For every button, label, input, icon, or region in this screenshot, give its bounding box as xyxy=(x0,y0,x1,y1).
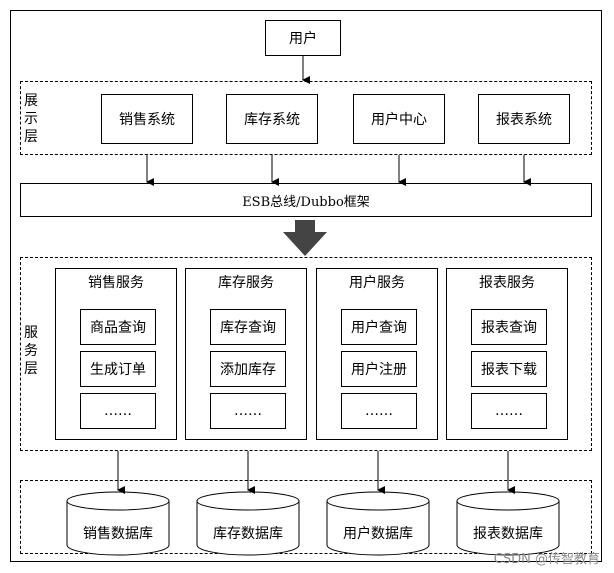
service-user: 用户服务 用户查询 用户注册 …… xyxy=(316,268,438,440)
database-icon xyxy=(196,491,300,556)
op-item: 报表下载 xyxy=(471,351,547,387)
op-item: 报表查询 xyxy=(471,309,547,345)
service-title: 销售服务 xyxy=(88,275,144,291)
database-reports: 报表数据库 xyxy=(456,491,560,557)
system-reports: 报表系统 xyxy=(478,94,570,144)
service-reports: 报表服务 报表查询 报表下载 …… xyxy=(446,268,568,440)
esb-bus-bar: ESB总线/Dubbo框架 xyxy=(20,183,592,217)
service-layer xyxy=(20,257,592,451)
database-icon xyxy=(456,491,560,556)
database-label: 销售数据库 xyxy=(83,526,153,542)
database-label: 库存数据库 xyxy=(213,526,283,542)
system-inventory: 库存系统 xyxy=(226,94,318,144)
database-user: 用户数据库 xyxy=(326,491,430,557)
op-item: 用户注册 xyxy=(341,351,417,387)
op-item: 商品查询 xyxy=(80,309,156,345)
op-item: 生成订单 xyxy=(80,351,156,387)
system-user-center: 用户中心 xyxy=(353,94,445,144)
presentation-layer-label: 展示层 xyxy=(24,93,38,145)
service-title: 用户服务 xyxy=(349,275,405,291)
database-icon xyxy=(66,491,170,556)
database-label: 报表数据库 xyxy=(473,526,543,542)
user-box: 用户 xyxy=(265,20,341,56)
system-sales: 销售系统 xyxy=(101,94,193,144)
service-sales: 销售服务 商品查询 生成订单 …… xyxy=(55,268,177,440)
service-title: 报表服务 xyxy=(479,275,535,291)
database-icon xyxy=(326,491,430,556)
op-item: 库存查询 xyxy=(210,309,286,345)
database-label: 用户数据库 xyxy=(343,526,413,542)
op-item: …… xyxy=(210,393,286,429)
op-item: 用户查询 xyxy=(341,309,417,345)
service-inventory: 库存服务 库存查询 添加库存 …… xyxy=(185,268,307,440)
down-arrow-icon xyxy=(283,220,327,256)
op-item: …… xyxy=(471,393,547,429)
op-item: 添加库存 xyxy=(210,351,286,387)
diagram-frame xyxy=(10,10,602,562)
database-sales: 销售数据库 xyxy=(66,491,170,557)
service-title: 库存服务 xyxy=(218,275,274,291)
op-item: …… xyxy=(341,393,417,429)
watermark: CSDN @传智教育 xyxy=(493,552,600,567)
service-layer-label: 服务层 xyxy=(24,325,38,377)
database-inventory: 库存数据库 xyxy=(196,491,300,557)
database-layer xyxy=(20,480,592,554)
op-item: …… xyxy=(80,393,156,429)
